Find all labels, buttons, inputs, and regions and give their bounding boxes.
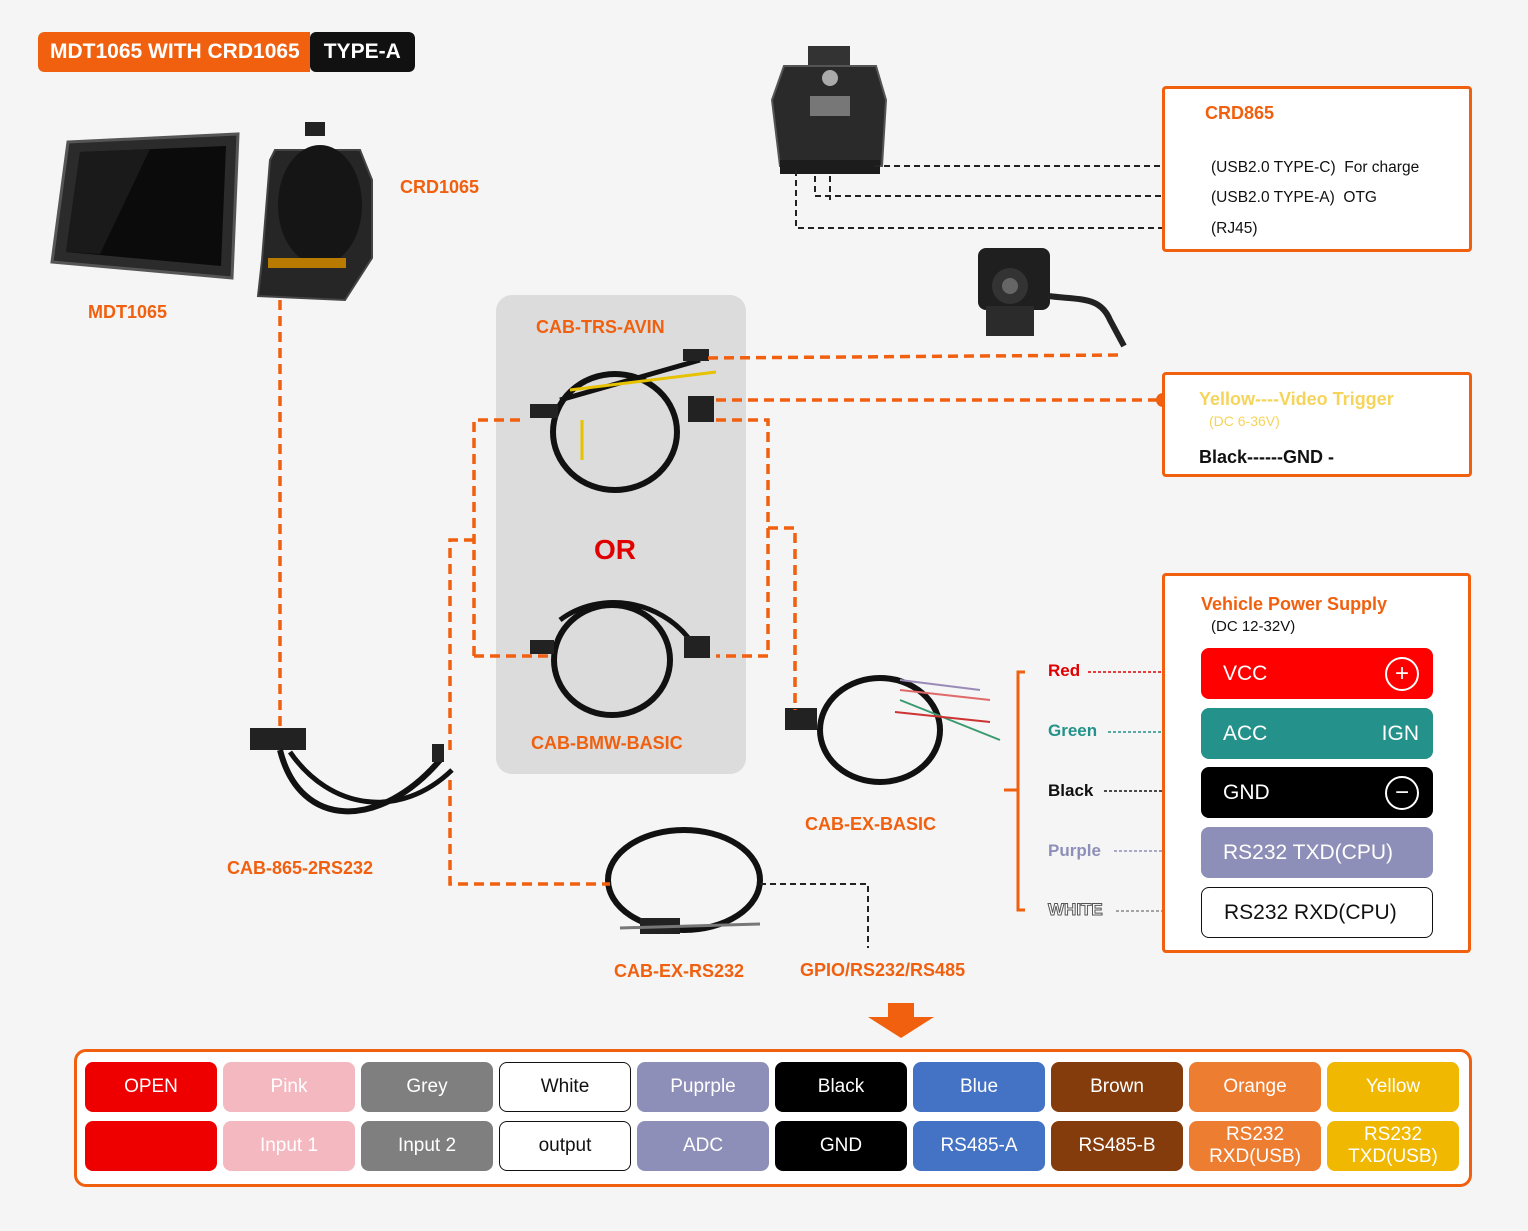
cab-865-2rs232-image <box>250 728 454 815</box>
function-cell-rs232-rxd-usb: RS232 RXD(USB) <box>1189 1121 1321 1171</box>
cab-bmw-basic-label: CAB-BMW-BASIC <box>531 733 683 753</box>
cradle-label: CRD1065 <box>400 177 480 197</box>
rs232-rxd-block: RS232 RXD(CPU) <box>1201 887 1433 938</box>
black-connections <box>760 165 1208 948</box>
wire-label-purple: Purple <box>1048 841 1101 860</box>
color-cell-orange: Orange <box>1189 1062 1321 1112</box>
acc-block: ACC IGN <box>1201 708 1433 759</box>
gnd-block: GND − <box>1201 767 1433 818</box>
vehicle-power-supply-box: Vehicle Power Supply (DC 12-32V) VCC + A… <box>1162 573 1471 953</box>
cab-ex-rs232-label: CAB-EX-RS232 <box>614 961 745 981</box>
rs232-txd-block: RS232 TXD(CPU) <box>1201 827 1433 878</box>
color-cell-white: White <box>499 1062 631 1112</box>
or-label: OR <box>594 534 636 565</box>
video-trigger-box: Yellow----Video Trigger (DC 6-36V) Black… <box>1162 372 1472 477</box>
wire-label-red: Red <box>1048 661 1081 680</box>
cab-ex-basic-image <box>785 675 1001 785</box>
cradle-image <box>256 122 373 302</box>
function-cell-adc: ADC <box>637 1121 769 1171</box>
color-cell-grey: Grey <box>361 1062 493 1112</box>
tablet-label: MDT1065 <box>88 302 168 322</box>
function-cell-input1: Input 1 <box>223 1121 355 1171</box>
function-cell-input2: Input 2 <box>361 1121 493 1171</box>
function-cell-output: output <box>499 1121 631 1171</box>
plus-icon: + <box>1385 656 1419 691</box>
port-rj45: (RJ45) <box>1211 220 1258 237</box>
camera-image <box>978 248 1127 348</box>
cab-865-2rs232-label: CAB-865-2RS232 <box>227 858 374 878</box>
wire-label-green: Green <box>1048 721 1098 740</box>
wire-color-table: OPEN Pink Grey White Puprple Black Blue … <box>74 1049 1472 1187</box>
color-cell-open: OPEN <box>85 1062 217 1112</box>
function-cell-rs485b: RS485-B <box>1051 1121 1183 1171</box>
wire-bracket <box>1004 670 1025 912</box>
cab-trs-avin-label: CAB-TRS-AVIN <box>536 317 665 337</box>
vps-subtitle: (DC 12-32V) <box>1211 618 1296 635</box>
color-cell-purple: Puprple <box>637 1062 769 1112</box>
function-cell-rs232-txd-usb: RS232 TXD(USB) <box>1327 1121 1459 1171</box>
title-type: TYPE-A <box>309 32 415 72</box>
vcc-block: VCC + <box>1201 648 1433 699</box>
down-arrow-icon <box>868 1017 934 1038</box>
black-gnd-line: Black------GND - <box>1199 447 1334 467</box>
wire-label-white: WHITE <box>1048 900 1104 920</box>
port-usb-a: (USB2.0 TYPE-A) OTG <box>1211 189 1377 206</box>
function-cell-rs485a: RS485-A <box>913 1121 1045 1171</box>
crd865-box: CRD865 (USB2.0 TYPE-C) For charge (USB2.… <box>1162 86 1472 252</box>
color-cell-yellow: Yellow <box>1327 1062 1459 1112</box>
diagram-title: MDT1065 WITH CRD1065 TYPE-A <box>38 32 415 72</box>
port-usb-c: (USB2.0 TYPE-C) For charge <box>1211 159 1420 176</box>
crd865-title: CRD865 <box>1205 103 1275 123</box>
title-main: MDT1065 WITH CRD1065 <box>38 32 310 72</box>
color-cell-pink: Pink <box>223 1062 355 1112</box>
cab-bmw-basic-image <box>530 600 710 718</box>
vps-title: Vehicle Power Supply <box>1201 594 1388 614</box>
crd865-dock-image <box>770 46 888 174</box>
color-cell-brown: Brown <box>1051 1062 1183 1112</box>
cab-trs-avin-image <box>530 349 717 493</box>
tablet-image <box>50 132 240 280</box>
cab-ex-rs232-image <box>605 827 763 934</box>
yellow-trigger-sub: (DC 6-36V) <box>1209 413 1280 429</box>
function-cell-open <box>85 1121 217 1171</box>
minus-icon: − <box>1385 775 1419 810</box>
wire-label-black: Black <box>1048 781 1094 800</box>
cab-ex-basic-label: CAB-EX-BASIC <box>805 814 937 834</box>
yellow-trigger-line: Yellow----Video Trigger <box>1199 389 1394 409</box>
function-cell-gnd: GND <box>775 1121 907 1171</box>
color-cell-blue: Blue <box>913 1062 1045 1112</box>
orange-connections <box>278 300 1162 886</box>
gpio-label: GPIO/RS232/RS485 <box>800 960 966 980</box>
color-cell-black: Black <box>775 1062 907 1112</box>
